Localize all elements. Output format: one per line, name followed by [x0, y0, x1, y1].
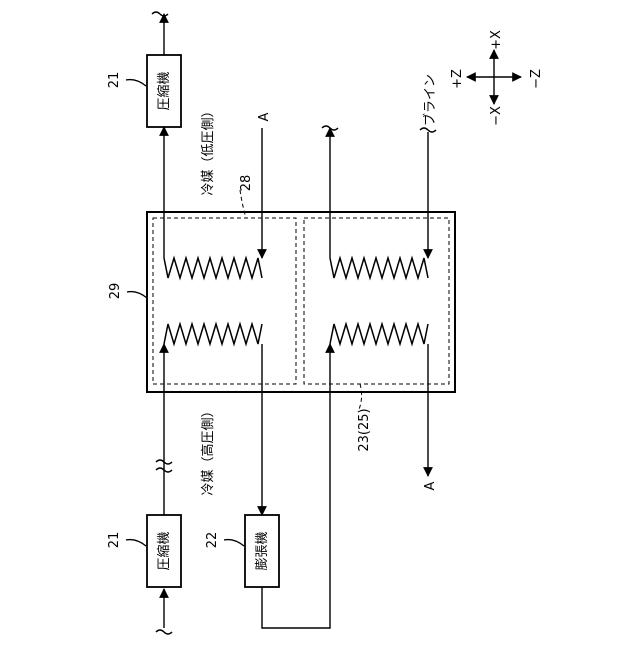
ref-29: 29 [108, 283, 123, 300]
coil-bottom-left [164, 324, 262, 344]
label-brine: ブライン [422, 74, 438, 126]
leader-28 [240, 190, 246, 218]
coil-bottom-right [330, 324, 428, 344]
label-refrigerant-low: 冷媒（低圧側） [201, 104, 216, 195]
axis-minus-z: −Z [529, 69, 544, 89]
expansion-valve: 膨張機 [245, 515, 279, 587]
leader-29 [127, 292, 147, 298]
label-a-top: A [257, 112, 272, 121]
break-brine [420, 128, 436, 132]
compressor-bottom: 圧縮機 [147, 515, 181, 587]
break-top-left [152, 12, 168, 16]
compressor-top-label: 圧縮機 [156, 71, 172, 110]
compressor-bottom-label: 圧縮機 [156, 531, 172, 570]
leader-21-bottom [126, 540, 146, 546]
compressor-top: 圧縮機 [147, 55, 181, 127]
ref-21-top: 21 [107, 72, 122, 89]
heat-exchanger-outer [147, 212, 455, 392]
inner-right-dashed [304, 218, 449, 384]
ref-21-bottom: 21 [107, 532, 122, 549]
break-bottom-left [156, 630, 172, 634]
axis-plus-z: +Z [450, 69, 465, 89]
ref-28: 28 [239, 175, 254, 192]
leader-22 [224, 540, 244, 546]
axis-plus-x: +X [489, 30, 504, 50]
expansion-valve-label: 膨張機 [255, 531, 270, 570]
leader-21-top [126, 80, 146, 86]
label-refrigerant-high: 冷媒（高圧側） [200, 404, 216, 495]
ref-22: 22 [205, 532, 220, 549]
coil-top-left [164, 258, 262, 278]
leader-23 [358, 384, 362, 412]
coil-top-right [330, 258, 428, 278]
label-a-bottom: A [423, 481, 438, 490]
axis-indicator: +X −X +Z −Z [450, 30, 544, 126]
inner-left-dashed [153, 218, 296, 384]
axis-minus-x: −X [489, 106, 504, 126]
ref-23-25: 23(25) [357, 408, 372, 451]
